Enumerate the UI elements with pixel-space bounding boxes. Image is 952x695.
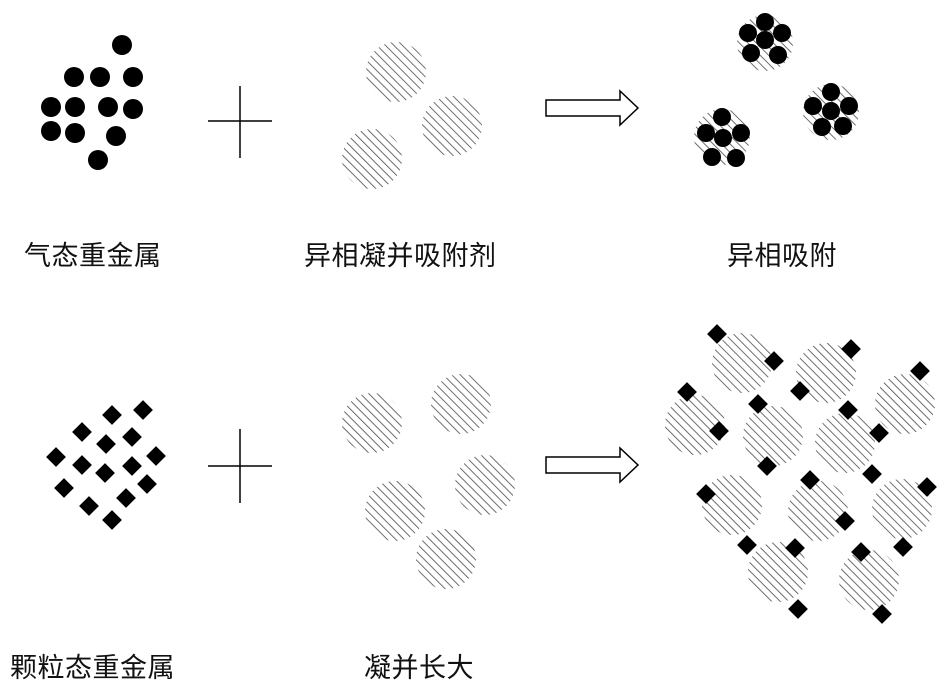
coagulation-result-particles xyxy=(665,333,935,610)
heterogeneous-adsorbent-particles xyxy=(342,42,482,189)
plus-icon xyxy=(208,86,272,158)
particulate-heavy-metal-diamonds xyxy=(46,400,166,530)
label-heterogeneous-adsorbent: 异相凝并吸附剂 xyxy=(304,241,497,272)
label-gaseous-heavy-metal: 气态重金属 xyxy=(24,241,162,272)
coagulation-adsorbent-particles xyxy=(342,374,515,589)
adsorption-cluster-1 xyxy=(737,13,793,71)
label-heterogeneous-adsorption: 异相吸附 xyxy=(727,241,837,272)
hollow-arrow-icon xyxy=(545,446,640,484)
plus-icon xyxy=(208,429,272,503)
adsorption-cluster-3 xyxy=(694,108,750,167)
coagulation-result-diamonds xyxy=(677,324,937,624)
adsorption-cluster-2 xyxy=(803,83,859,140)
label-particulate-heavy-metal: 颗粒态重金属 xyxy=(10,653,175,684)
gaseous-heavy-metal-dots xyxy=(41,35,143,170)
label-coagulation-growth: 凝并长大 xyxy=(364,653,474,684)
hollow-arrow-icon xyxy=(545,89,640,127)
